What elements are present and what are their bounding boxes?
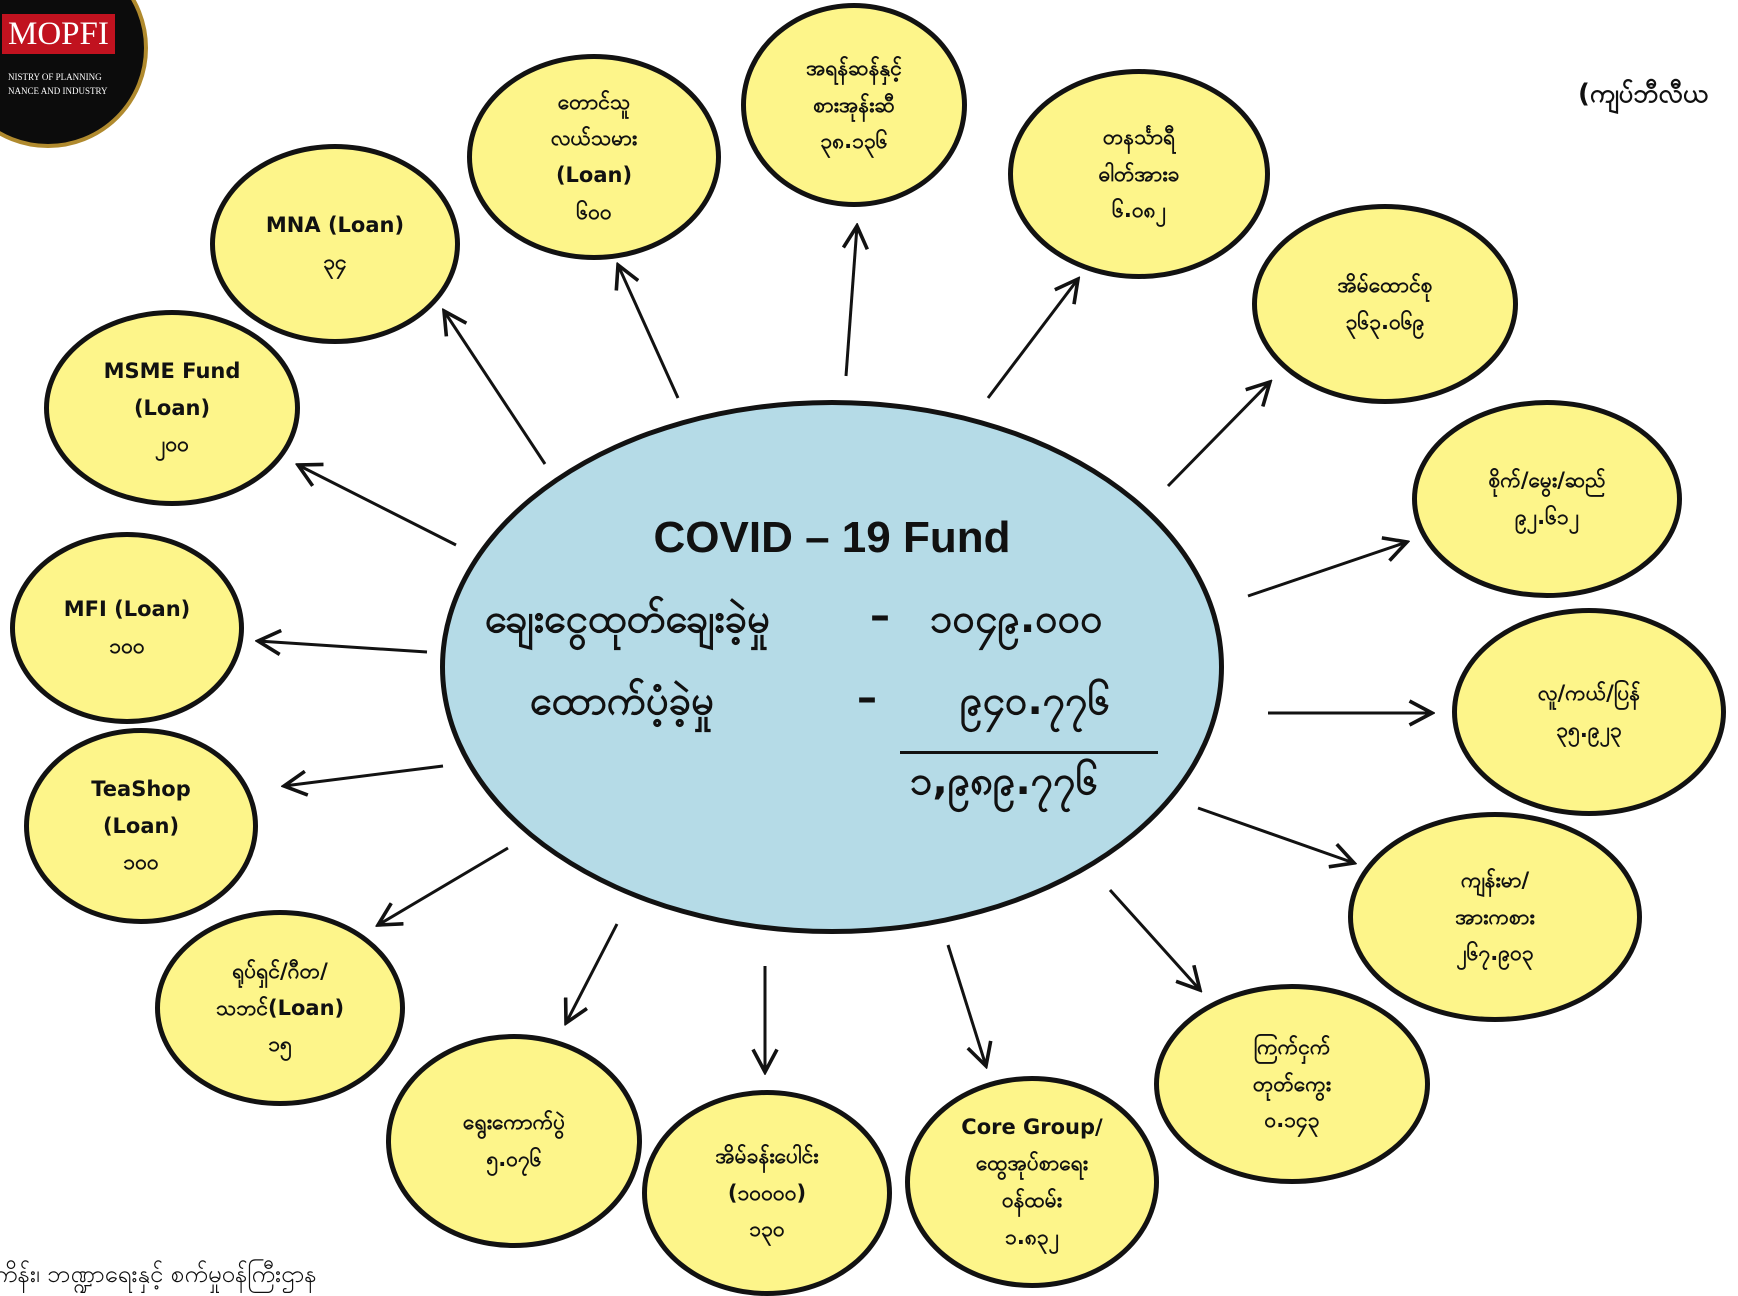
arrow-to-agriculture — [1247, 542, 1407, 598]
node-label: (Loan) — [555, 163, 633, 187]
arrow-to-livestock — [1108, 888, 1200, 990]
node-farmer: တောင်သူ လယ်သမား (Loan) ၆၀၀ — [467, 54, 721, 260]
node-label: ရုပ်ရှင်/ဂီတ/ — [232, 958, 328, 983]
support-label: ထောက်ပံ့ခဲ့မှု — [530, 678, 715, 724]
total-value: ၁,၉၈၉.၇၇၆ — [910, 758, 1099, 804]
arrow-to-election — [566, 923, 619, 1023]
arrow-to-film — [378, 846, 509, 925]
arrow-to-coregroup — [946, 944, 986, 1066]
sum-line — [900, 751, 1158, 754]
node-label: MFI (Loan) — [63, 597, 191, 622]
node-value: ၁၅ — [268, 1032, 292, 1057]
node-label: တောင်သူ — [557, 89, 631, 114]
arrow-to-teashop — [284, 764, 444, 786]
node-mna: MNA (Loan) ၃၄ — [210, 144, 460, 344]
node-label: စိုက်/မွေး/ဆည် — [1488, 468, 1606, 493]
logo-ministry-line-2: NANCE AND INDUSTRY — [8, 86, 108, 96]
node-livestock: ကြက်ငှက် တုတ်ကွေး ၀.၁၄၃ — [1154, 984, 1430, 1184]
node-label: ဓါတ်အားခ — [1098, 161, 1180, 186]
arrow-to-farmer — [618, 265, 680, 399]
node-household: အိမ်ထောင်စု ၃၆၃.၀၆၉ — [1252, 204, 1518, 404]
node-election: ရွေးကောက်ပွဲ ၅.၀၇၆ — [386, 1034, 642, 1248]
arrow-to-mfi — [258, 641, 428, 652]
node-label: အရန်ဆန်နှင့် — [806, 55, 902, 80]
source-note: ကိန်း၊ ဘဏ္ဍာရေးနှင့် စက်မှုဝန်ကြီးဌာန — [0, 1260, 317, 1288]
logo-name: MOPFI — [2, 14, 115, 54]
node-value: ၁၃၀ — [749, 1217, 785, 1242]
node-value: ၆၀၀ — [576, 199, 612, 224]
center-fund-ellipse: COVID – 19 Fund ချေးငွေထုတ်ချေးခဲ့မှု – … — [440, 400, 1224, 934]
node-label: လူ/ကယ်/ပြန် — [1537, 681, 1641, 706]
node-electricity: တနင်္သာရီ ဓါတ်အားခ ၆.၀၈၂ — [1008, 69, 1270, 279]
node-label: အိမ်ထောင်စု — [1337, 273, 1433, 298]
node-label: တုတ်ကွေး — [1252, 1071, 1332, 1096]
node-value: ၅.၀၇၆ — [486, 1147, 542, 1171]
node-value: ၂၆၇.၉၀၃ — [1456, 941, 1534, 966]
node-value: ၀.၁၄၃ — [1264, 1108, 1320, 1133]
node-label: လယ်သမား — [550, 126, 638, 151]
node-value: ၁၀၀ — [123, 850, 159, 875]
support-dash: – — [857, 675, 877, 721]
node-value: ၃၄ — [323, 250, 347, 274]
node-homeloan: အိမ်ခန်းပေါင်း (၁၀၀၀၀) ၁၃၀ — [642, 1090, 892, 1296]
arrow-to-msme — [298, 465, 457, 547]
arrow-to-electricity — [986, 279, 1078, 399]
node-food: အရန်ဆန်နှင့် စားအုန်းဆီ ၃၈.၁၃၆ — [741, 3, 967, 207]
node-value: ၂၀၀ — [155, 432, 189, 457]
arrow-to-household — [1166, 382, 1270, 488]
node-label: ဝန်ထမ်း — [1001, 1188, 1063, 1212]
loan-label: ချေးငွေထုတ်ချေးခဲ့မှု — [485, 596, 771, 642]
node-mfi: MFI (Loan) ၁၀၀ — [10, 532, 244, 724]
unit-note: (ကျပ်ဘီလီယ — [1578, 79, 1709, 109]
loan-dash: – — [870, 593, 890, 639]
node-label: ထွေအုပ်စာရေး — [975, 1151, 1089, 1176]
node-health: ကျန်းမာ/ အားကစား ၂၆၇.၉၀၃ — [1348, 812, 1642, 1022]
node-label: စားအုန်းဆီ — [813, 92, 895, 117]
node-label: TeaShop — [91, 776, 191, 801]
node-value: ၉၂.၆၁၂ — [1514, 505, 1580, 529]
loan-value: ၁၀၄၉.၀၀၀ — [930, 596, 1103, 642]
node-label: ရွေးကောက်ပွဲ — [462, 1110, 566, 1135]
logo-ministry-line: NISTRY OF PLANNING — [8, 72, 102, 82]
node-label: MNA (Loan) — [265, 213, 405, 238]
node-label: ကြက်ငှက် — [1253, 1034, 1331, 1059]
node-value: ၆.၀၈၂ — [1112, 198, 1166, 223]
node-label: (၁၀၀၀၀) — [727, 1180, 807, 1205]
node-label: ကျန်းမာ/ — [1460, 867, 1530, 892]
node-label: အားကစား — [1455, 904, 1535, 929]
node-value: ၃၅.၉၂၃ — [1556, 718, 1622, 742]
node-agriculture: စိုက်/မွေး/ဆည် ၉၂.၆၁၂ — [1412, 400, 1682, 598]
node-label: (Loan) — [102, 813, 180, 838]
support-value: ၉၄၀.၇၇၆ — [960, 678, 1111, 724]
node-teashop: TeaShop (Loan) ၁၀၀ — [24, 728, 258, 924]
node-social: လူ/ကယ်/ပြန် ၃၅.၉၂၃ — [1452, 608, 1726, 816]
node-label: Core Group/ — [961, 1114, 1103, 1139]
arrow-to-health — [1197, 806, 1354, 863]
node-label: (Loan) — [133, 395, 211, 420]
node-value: ၁.၈၃၂ — [1005, 1224, 1059, 1249]
arrow-to-mna — [444, 311, 547, 465]
arrow-to-food — [846, 226, 857, 377]
node-label: MSME Fund — [103, 358, 241, 383]
node-film: ရုပ်ရှင်/ဂီတ/ သဘင်(Loan) ၁၅ — [155, 910, 405, 1106]
node-msme: MSME Fund (Loan) ၂၀၀ — [44, 310, 300, 506]
node-label: အိမ်ခန်းပေါင်း — [715, 1143, 819, 1168]
node-coregroup: Core Group/ ထွေအုပ်စာရေး ဝန်ထမ်း ၁.၈၃၂ — [905, 1076, 1159, 1288]
node-value: ၃၆၃.၀၆၉ — [1345, 310, 1425, 334]
node-label: တနင်္သာရီ — [1102, 124, 1176, 149]
node-value: ၃၈.၁၃၆ — [820, 129, 888, 154]
center-title: COVID – 19 Fund — [653, 513, 1011, 562]
node-label: သဘင်(Loan) — [215, 995, 345, 1020]
node-value: ၁၀၀ — [109, 634, 145, 658]
